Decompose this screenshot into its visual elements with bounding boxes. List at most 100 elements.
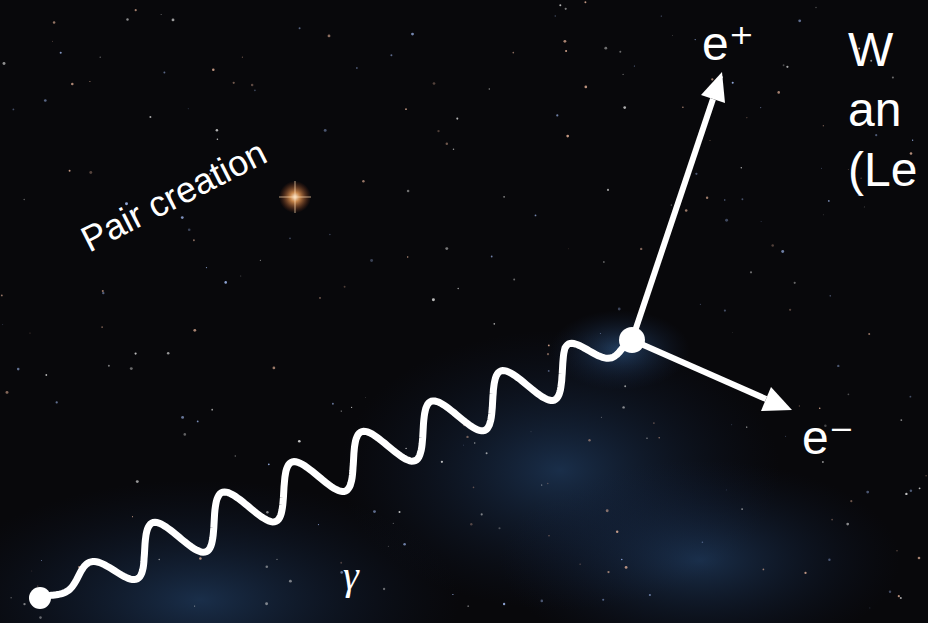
arrow-head	[761, 387, 792, 411]
star	[777, 91, 780, 94]
star	[661, 15, 662, 16]
star	[909, 396, 911, 398]
photon-wave	[40, 340, 632, 598]
star	[194, 605, 195, 606]
star	[732, 332, 734, 334]
star	[819, 407, 821, 409]
star	[653, 422, 655, 424]
star	[634, 65, 635, 66]
star	[804, 572, 806, 574]
star	[925, 475, 926, 476]
star	[579, 564, 580, 565]
star	[39, 616, 42, 619]
star	[365, 397, 367, 399]
star	[601, 417, 602, 418]
star	[619, 51, 621, 53]
star	[373, 510, 376, 513]
star	[470, 523, 472, 525]
star	[685, 209, 688, 212]
star	[276, 559, 277, 560]
nebula	[500, 460, 900, 623]
star	[437, 130, 439, 132]
star	[828, 559, 830, 561]
star	[242, 57, 243, 58]
star	[45, 374, 47, 376]
star	[821, 167, 823, 169]
star	[711, 78, 713, 80]
star	[750, 271, 752, 273]
star	[319, 297, 321, 299]
star	[260, 260, 261, 261]
star	[251, 84, 254, 87]
star	[135, 9, 137, 11]
star	[732, 82, 734, 84]
star	[798, 19, 801, 22]
star	[489, 88, 491, 90]
star	[187, 108, 189, 110]
star	[266, 566, 269, 569]
star	[456, 118, 458, 120]
star	[441, 461, 443, 463]
star	[23, 603, 25, 605]
star	[794, 282, 796, 284]
star	[866, 491, 869, 494]
star	[731, 424, 733, 426]
star	[548, 344, 550, 346]
star	[640, 248, 642, 250]
star	[541, 600, 544, 603]
star	[900, 419, 902, 421]
star	[132, 516, 133, 517]
star	[3, 62, 6, 65]
star	[622, 406, 624, 408]
star	[563, 40, 566, 43]
star	[837, 365, 839, 367]
star	[584, 1, 586, 3]
star	[625, 566, 628, 569]
star	[268, 463, 270, 465]
star	[700, 304, 701, 305]
star	[771, 244, 774, 247]
star	[172, 18, 175, 21]
star	[233, 82, 235, 84]
star	[206, 267, 207, 268]
star	[387, 545, 389, 547]
star	[135, 353, 137, 355]
star	[102, 290, 104, 292]
star	[216, 129, 219, 132]
star	[340, 562, 342, 564]
star	[102, 292, 104, 294]
star	[763, 569, 765, 571]
star	[405, 108, 407, 110]
star	[56, 401, 58, 403]
star	[603, 261, 604, 262]
star	[324, 129, 327, 132]
star	[212, 68, 215, 71]
cut-text: W	[848, 26, 893, 74]
star	[846, 523, 849, 526]
star	[823, 125, 824, 126]
star	[41, 560, 43, 562]
star	[332, 403, 334, 405]
star	[89, 81, 90, 82]
star	[567, 248, 569, 250]
star	[863, 206, 865, 208]
star	[566, 135, 569, 138]
star	[900, 597, 902, 599]
star	[565, 8, 567, 10]
star	[398, 511, 400, 513]
star	[37, 586, 38, 587]
star	[822, 214, 824, 216]
star	[167, 352, 170, 355]
star	[695, 173, 697, 175]
star	[2, 323, 4, 325]
star	[411, 33, 414, 36]
star	[671, 204, 672, 205]
star	[362, 180, 364, 182]
star	[606, 509, 609, 512]
star	[724, 310, 726, 312]
star	[912, 140, 913, 141]
particle-label: e⁺	[702, 20, 754, 68]
star	[910, 490, 913, 493]
star	[682, 107, 683, 108]
